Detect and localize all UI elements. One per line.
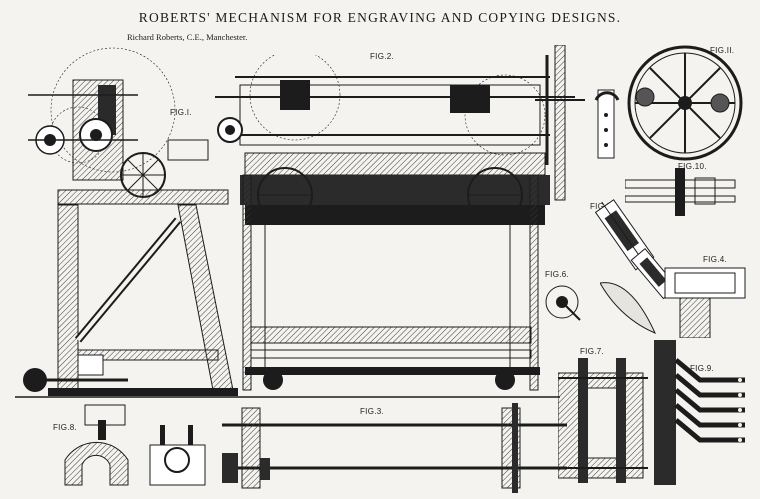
fig9-label: FIG.9. (690, 364, 715, 373)
fig2-front-elevation (215, 55, 575, 391)
ground-line (15, 396, 560, 398)
plate-credit: Richard Roberts, C.E., Manchester. (127, 32, 248, 42)
fig2-label: FIG.2. (370, 52, 395, 61)
fig7-label: FIG.7. (580, 347, 605, 356)
spur-gear (535, 45, 585, 201)
fig3-plan (222, 403, 567, 493)
fig5-label: FIG.5. (590, 202, 615, 211)
fig8-detail (64, 404, 206, 486)
fig10-detail (625, 168, 736, 216)
plate-title: ROBERTS' MECHANISM FOR ENGRAVING AND COP… (138, 10, 622, 25)
fig1-side-elevation (23, 47, 238, 396)
fig10-label: FIG.10. (678, 162, 707, 171)
fig7-detail (558, 358, 648, 483)
fig6-label: FIG.6. (545, 270, 570, 279)
fig11-label: FIG.II. (710, 46, 735, 55)
fig1-label: FIG.I. (170, 108, 192, 117)
fig9-detail (654, 340, 745, 485)
fig4-detail (600, 248, 746, 338)
fig3-label: FIG.3. (360, 407, 385, 416)
fig8-label: FIG.8. (53, 423, 78, 432)
fig4-label: FIG.4. (703, 255, 728, 264)
bracket-detail (594, 89, 620, 159)
fig6-detail (545, 285, 581, 321)
fig11-flywheel (627, 45, 743, 161)
